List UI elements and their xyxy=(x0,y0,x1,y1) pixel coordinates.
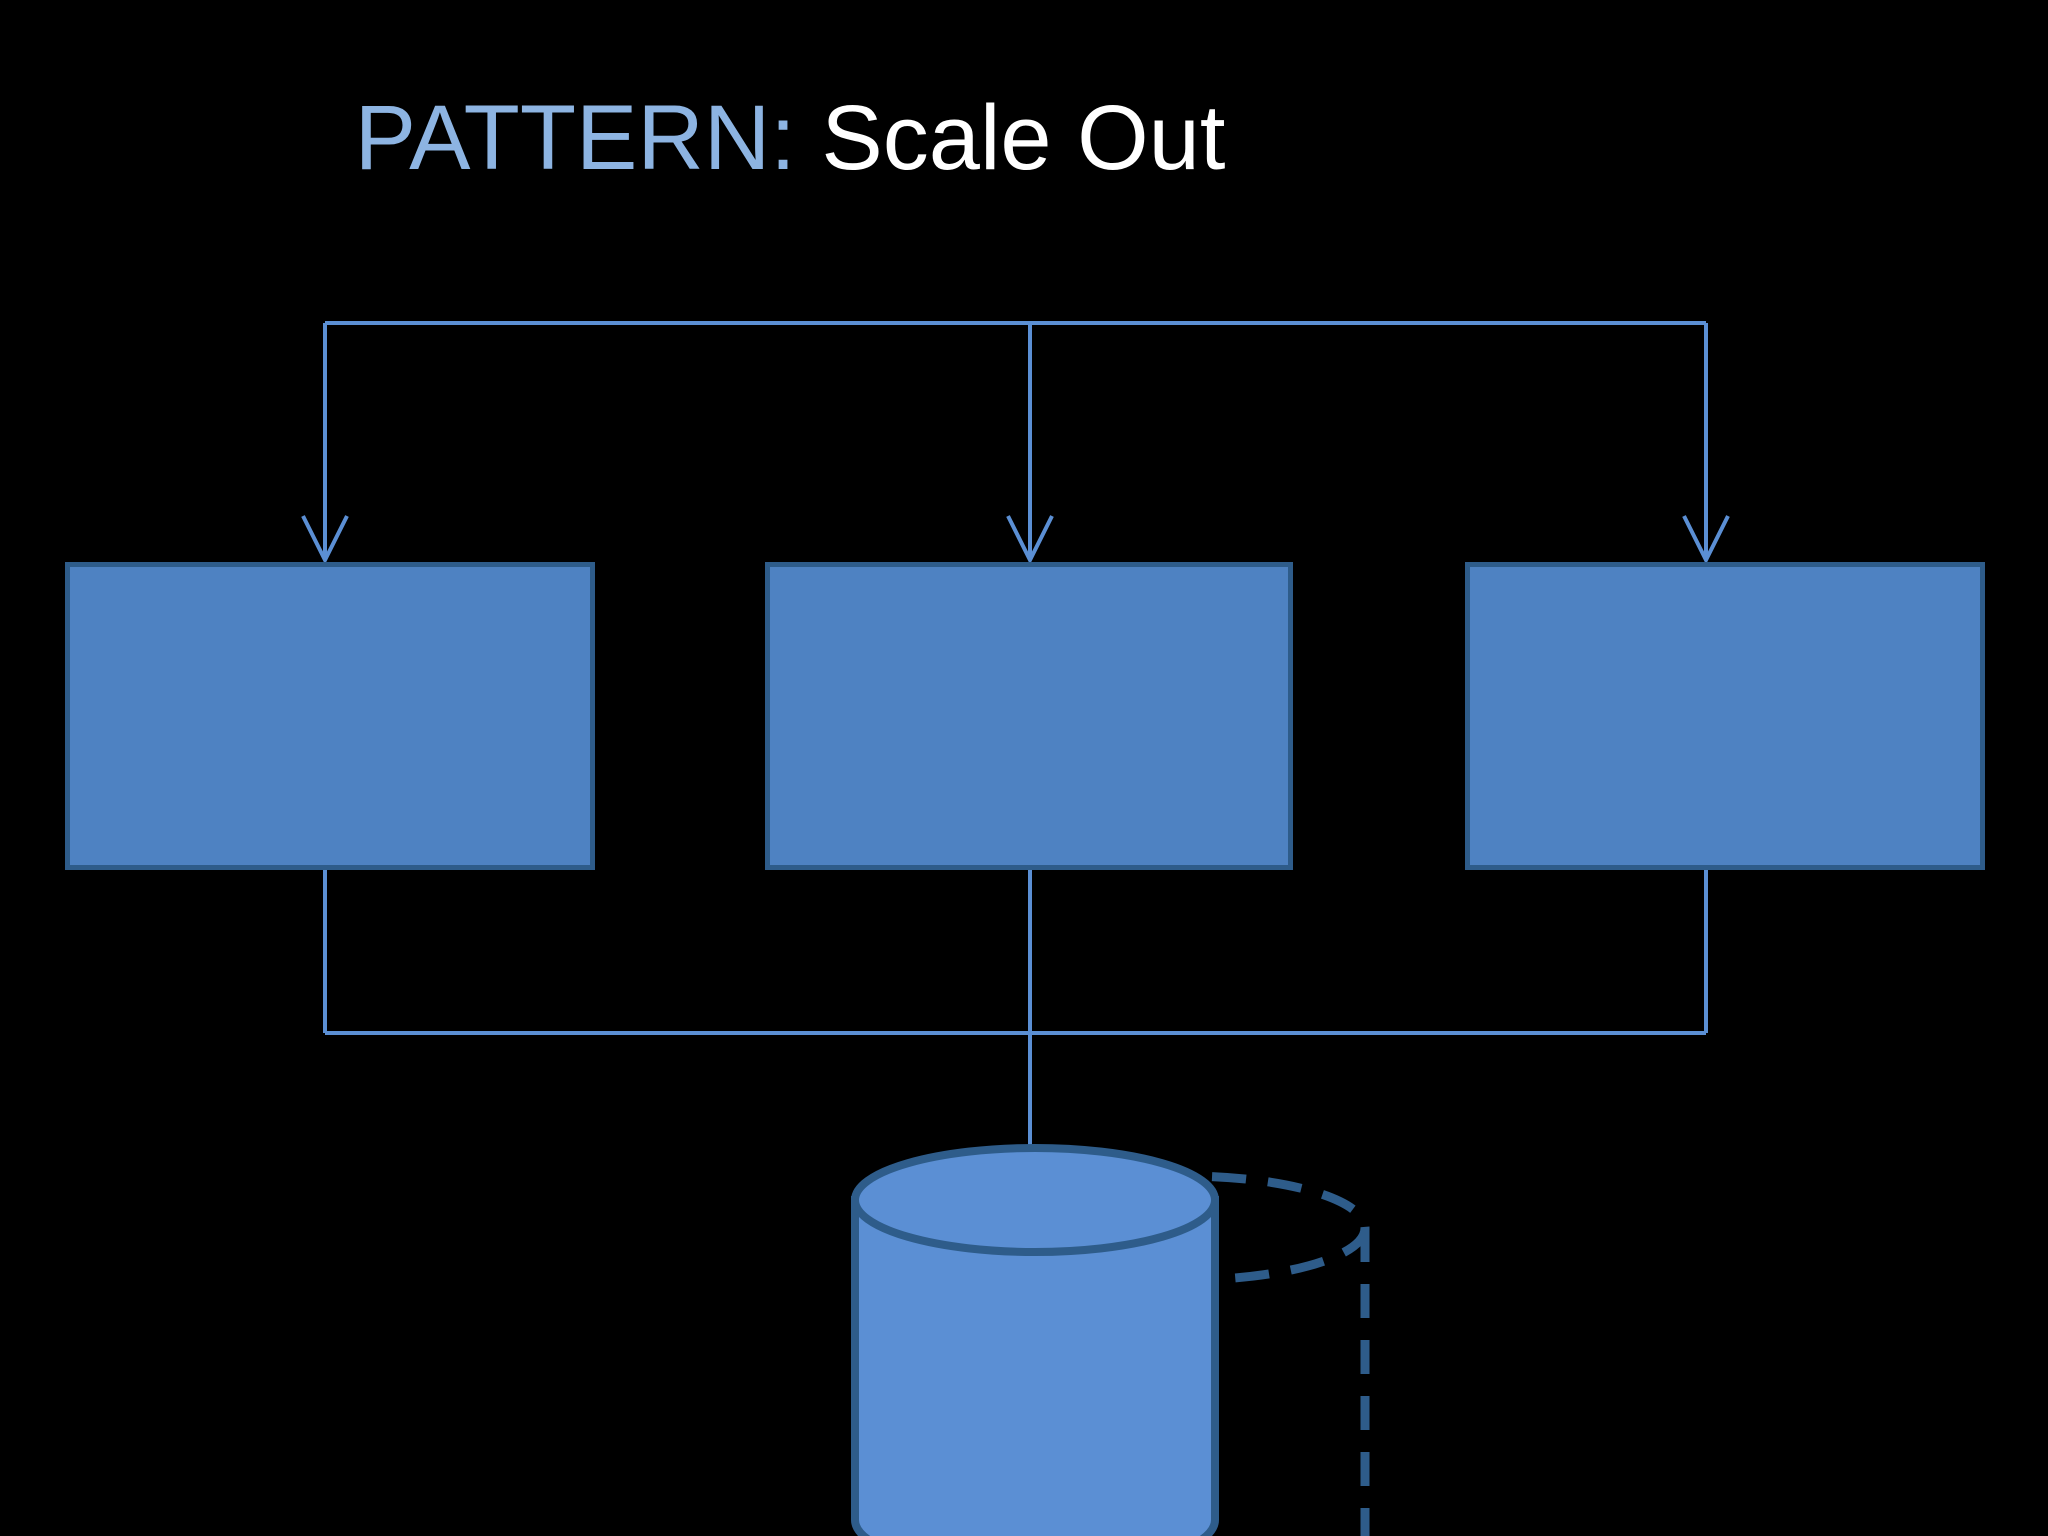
inbound-request-bus xyxy=(301,321,1730,565)
node-box-1[interactable] xyxy=(65,562,595,870)
shared-database xyxy=(851,1144,1219,1536)
page-title-main: Scale Out xyxy=(795,87,1226,189)
page-title: PATTERN: Scale Out xyxy=(0,92,1580,184)
arrowhead-node-3 xyxy=(1682,515,1730,565)
arrowhead-node-2 xyxy=(1006,515,1054,565)
node-box-2[interactable] xyxy=(765,562,1293,870)
node-box-3[interactable] xyxy=(1465,562,1985,870)
database-top-ellipse xyxy=(851,1144,1219,1256)
database-body xyxy=(851,1196,1219,1536)
arrowhead-node-1 xyxy=(301,515,349,565)
page-title-accent: PATTERN: xyxy=(354,87,796,189)
